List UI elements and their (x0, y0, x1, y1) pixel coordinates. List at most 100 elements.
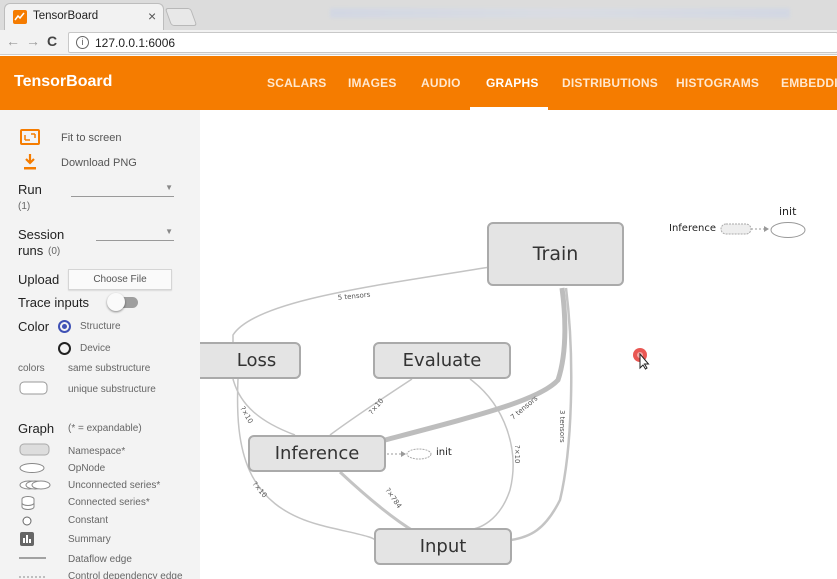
reload-icon[interactable]: C (47, 33, 58, 49)
browser-tab[interactable]: TensorBoard × (4, 3, 164, 30)
tensorboard-header: TensorBoard SCALARS IMAGES AUDIO GRAPHS … (0, 56, 837, 110)
unique-substructure-label: unique substructure (68, 384, 156, 395)
tab-scalars[interactable]: SCALARS (267, 76, 327, 90)
aux-init-label: init (779, 205, 797, 218)
app-title: TensorBoard (14, 73, 113, 90)
dataflow-edge-icon (19, 557, 46, 559)
edge-evaluate-inference (329, 378, 413, 436)
arrowhead-icon (401, 451, 406, 457)
edge-train-loss (232, 266, 491, 347)
browser-tab-strip: TensorBoard × (0, 0, 837, 30)
new-tab-button[interactable] (164, 8, 198, 26)
init-aux-node[interactable] (770, 222, 806, 238)
inference-aux-node[interactable] (720, 223, 752, 235)
namespace-icon (19, 443, 50, 456)
fit-to-screen-icon[interactable] (20, 129, 40, 145)
session-runs-select[interactable]: ▼ (96, 227, 174, 241)
edge-label-train-input: 3 tensors (558, 410, 566, 443)
legend-unconnected-series-label: Unconnected series* (68, 480, 161, 491)
tensorboard-favicon-icon (13, 10, 27, 24)
edge-loss-input (236, 378, 377, 543)
train-node[interactable]: Train (487, 222, 624, 286)
forward-icon[interactable]: → (26, 33, 40, 49)
tab-audio[interactable]: AUDIO (421, 76, 461, 90)
trace-inputs-toggle-track[interactable] (112, 297, 138, 308)
fit-to-screen-button[interactable]: Fit to screen (61, 132, 122, 144)
trace-inputs-label: Trace inputs (18, 295, 90, 310)
chevron-down-icon: ▼ (165, 183, 173, 192)
edge-inference-input (338, 470, 416, 534)
edge-label-inference-input: ?×784 (383, 487, 403, 511)
edge-loss-inference (232, 378, 296, 436)
run-select[interactable]: ▼ (71, 183, 174, 197)
arrowhead-icon (764, 226, 769, 232)
tab-close-icon[interactable]: × (148, 8, 157, 24)
tab-images[interactable]: IMAGES (348, 76, 397, 90)
edge-evaluate-input (464, 378, 514, 531)
legend-namespace-label: Namespace* (68, 446, 126, 457)
url-text: 127.0.0.1:6006 (95, 36, 176, 50)
aux-inference-label: Inference (669, 223, 716, 234)
run-count: (1) (18, 201, 31, 212)
choose-file-button[interactable]: Choose File (68, 269, 172, 290)
edge-inference-train (384, 287, 568, 443)
unconnected-series-icon (19, 480, 51, 490)
download-icon[interactable] (22, 153, 38, 171)
browser-tab-title: TensorBoard (33, 10, 99, 22)
legend-opnode-label: OpNode (68, 463, 106, 474)
evaluate-node[interactable]: Evaluate (373, 342, 511, 379)
structure-radio-label: Structure (80, 321, 121, 332)
mouse-cursor-icon (633, 348, 650, 370)
device-radio[interactable] (58, 342, 71, 355)
constant-icon (22, 516, 32, 526)
control-edge-icon (19, 576, 46, 578)
legend-dataflow-edge-label: Dataflow edge (68, 554, 132, 565)
run-label: Run (18, 182, 42, 197)
active-tab-indicator (470, 107, 548, 110)
graph-canvas[interactable]: 5 tensors ?×10 ?×10 7 tensors 3 tensors … (200, 110, 837, 579)
edge-label-evaluate-input: ?×10 (513, 445, 521, 464)
same-substructure-label: same substructure (68, 363, 151, 374)
legend-constant-label: Constant (68, 515, 109, 526)
connected-series-icon (21, 496, 35, 510)
edge-train-input (510, 287, 573, 542)
tab-histograms[interactable]: HISTOGRAMS (676, 76, 760, 90)
legend-control-edge-label: Control dependency edge (68, 571, 183, 579)
device-radio-label: Device (80, 343, 111, 354)
edge-label-evaluate-inference: ?×10 (367, 397, 385, 416)
tab-embeddings[interactable]: EMBEDDIN (781, 76, 837, 90)
upload-label: Upload (18, 272, 60, 287)
opnode-icon (19, 463, 45, 473)
legend-connected-series-label: Connected series* (68, 497, 150, 508)
info-icon[interactable]: i (76, 36, 89, 49)
session-runs-label: Session (18, 227, 65, 242)
graph-edges: 5 tensors ?×10 ?×10 7 tensors 3 tensors … (232, 222, 806, 543)
graph-legend-title: Graph (18, 421, 55, 436)
browser-toolbar: ← → C i 127.0.0.1:6006 (0, 30, 837, 55)
edge-label-train-loss: 5 tensors (337, 291, 371, 302)
summary-icon (20, 532, 34, 546)
download-png-button[interactable]: Download PNG (61, 157, 137, 169)
address-bar[interactable]: i 127.0.0.1:6006 (68, 32, 837, 53)
tab-distributions[interactable]: DISTRIBUTIONS (562, 76, 658, 90)
back-icon[interactable]: ← (6, 33, 20, 49)
legend-summary-label: Summary (68, 534, 111, 545)
edge-label-loss-inference: ?×10 (238, 405, 254, 425)
init-op-node[interactable] (406, 448, 432, 460)
graph-controls-sidebar: Fit to screen Download PNG Run (1) ▼ Ses… (0, 110, 200, 579)
loss-node[interactable]: Loss (200, 342, 301, 379)
edge-label-loss-input: ?×10 (250, 480, 268, 499)
inference-node[interactable]: Inference (248, 435, 386, 472)
inference-init-label: init (436, 447, 452, 458)
session-runs-label-2: runs (18, 243, 44, 258)
chevron-down-icon: ▼ (165, 227, 173, 236)
colors-label: colors (18, 363, 45, 374)
window-title-blurred (330, 8, 790, 18)
tab-graphs[interactable]: GRAPHS (486, 76, 539, 90)
session-runs-count: (0) (48, 246, 61, 257)
trace-inputs-toggle[interactable] (107, 293, 125, 311)
graph-expandable-note: (* = expandable) (68, 423, 142, 434)
input-node[interactable]: Input (374, 528, 512, 565)
structure-radio[interactable] (58, 320, 71, 333)
